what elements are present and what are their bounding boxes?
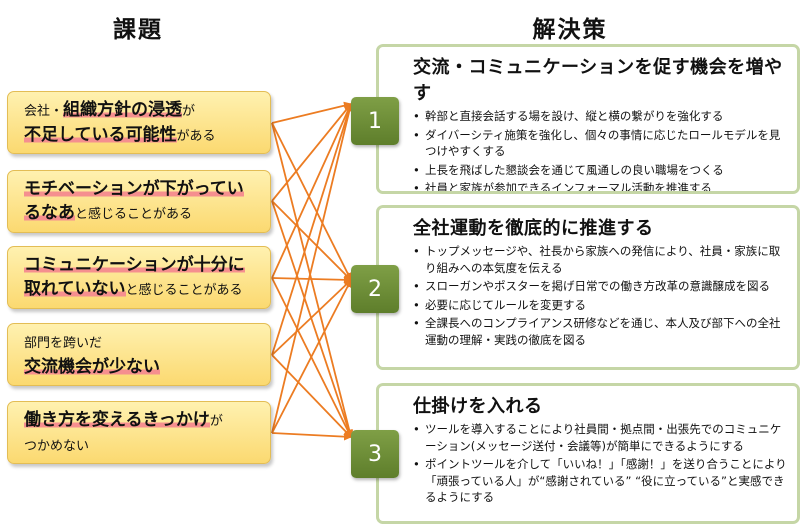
issue-text: 働き方を変えるきっかけ xyxy=(24,410,210,430)
solution-bullets: ツールを導入することにより社員間・拠点間・出張先でのコミュニケーション(メッセー… xyxy=(413,421,789,506)
issue-text: 交流機会が少ない xyxy=(24,357,160,377)
issue-text: が xyxy=(182,104,196,119)
issue-card: コミュニケーションが十分に取れていないと感じることがある xyxy=(7,246,271,309)
issue-text: モチベーションが下がってい xyxy=(24,179,244,199)
solution-bullet: スローガンやポスターを掲げ日常での働き方改革の意識醸成を図る xyxy=(413,278,789,295)
issues-heading: 課題 xyxy=(113,17,163,43)
solution-bullet: 社員と家族が参加できるインフォーマル活動を推進する xyxy=(413,180,789,191)
solution-title: 仕掛けを入れる xyxy=(413,396,543,417)
arrow-issue2-to-solution2 xyxy=(271,200,352,281)
issue-card: モチベーションが下がっているなあと感じることがある xyxy=(7,170,271,233)
solution-number-3: 3 xyxy=(351,430,399,478)
solution-panel-3: 仕掛けを入れる ツールを導入することにより社員間・拠点間・出張先でのコミュニケー… xyxy=(376,383,800,524)
solution-title: 全社運動を徹底的に推進する xyxy=(413,218,654,239)
arrow-issue1-to-solution3 xyxy=(271,122,354,438)
solution-bullet: トップメッセージや、社長から家族への発信により、社員・家族に取り組みへの本気度を… xyxy=(413,243,789,276)
arrow-issue4-to-solution1 xyxy=(271,103,353,356)
issue-text: 取れていない xyxy=(24,279,126,299)
issue-text: と感じることがある xyxy=(75,207,193,222)
solutions-heading: 解決策 xyxy=(532,17,608,43)
solution-number-2: 2 xyxy=(351,265,399,313)
arrow-issue2-to-solution1 xyxy=(271,103,352,202)
arrow-issue3-to-solution1 xyxy=(271,103,352,279)
issue-text: と感じることがある xyxy=(125,283,243,298)
issue-text: 部門を跨いだ xyxy=(24,336,103,351)
issue-text: 不足している可能性 xyxy=(24,125,177,145)
arrow-issue3-to-solution2 xyxy=(271,275,352,284)
issue-text: 組織方針の浸透 xyxy=(63,100,183,120)
solution-title: 交流・コミュニケーションを促す機会を増やす xyxy=(413,57,783,104)
solution-bullet: ダイバーシティ施策を強化し、個々の事情に応じたロールモデルを見つけやすくする xyxy=(413,127,789,160)
solution-bullet: 全課長へのコンプライアンス研修などを通じ、本人及び部下への全社運動の理解・実践の… xyxy=(413,315,789,348)
arrow-issue5-to-solution3 xyxy=(271,432,352,441)
solution-bullets: トップメッセージや、社長から家族への発信により、社員・家族に取り組みへの本気度を… xyxy=(413,243,789,348)
solution-bullet: ツールを導入することにより社員間・拠点間・出張先でのコミュニケーション(メッセー… xyxy=(413,421,789,454)
solution-bullet: ポイントツールを介して「いいね！」「感謝！」を送り合うことにより「頑張っている人… xyxy=(413,456,789,506)
arrow-issue4-to-solution2 xyxy=(271,279,352,356)
arrow-issue1-to-solution2 xyxy=(271,122,352,281)
issue-text: が xyxy=(209,414,223,429)
arrow-issue4-to-solution3 xyxy=(271,354,352,438)
issue-text: るなあ xyxy=(24,203,75,223)
solution-panel-2: 全社運動を徹底的に推進する トップメッセージや、社長から家族への発信により、社員… xyxy=(376,205,800,370)
issue-card: 働き方を変えるきっかけがつかめない xyxy=(7,401,271,464)
solution-bullet: 必要に応じてルールを変更する xyxy=(413,297,789,314)
solution-bullet: 上長を飛ばした懇談会を通じて風通しの良い職場をつくる xyxy=(413,162,789,179)
issue-card: 部門を跨いだ交流機会が少ない xyxy=(7,323,271,386)
solution-number-1: 1 xyxy=(351,97,399,145)
issue-card: 会社・組織方針の浸透が不足している可能性がある xyxy=(7,91,271,154)
solution-bullet: 幹部と直接会話する場を設け、縦と横の繋がりを強化する xyxy=(413,108,789,125)
issue-text: がある xyxy=(176,129,216,144)
issue-text: 会社・ xyxy=(24,104,64,119)
issue-text: つかめない xyxy=(24,439,90,454)
arrow-issue5-to-solution2 xyxy=(271,279,352,434)
arrow-issue1-to-solution1 xyxy=(271,101,352,124)
issue-text: コミュニケーションが十分に xyxy=(24,255,245,275)
solution-bullets: 幹部と直接会話する場を設け、縦と横の繋がりを強化するダイバーシティ施策を強化し、… xyxy=(413,108,789,191)
arrow-issue2-to-solution3 xyxy=(271,200,353,438)
solution-panel-1: 交流・コミュニケーションを促す機会を増やす 幹部と直接会話する場を設け、縦と横の… xyxy=(376,44,800,194)
arrow-issue5-to-solution1 xyxy=(271,103,354,434)
